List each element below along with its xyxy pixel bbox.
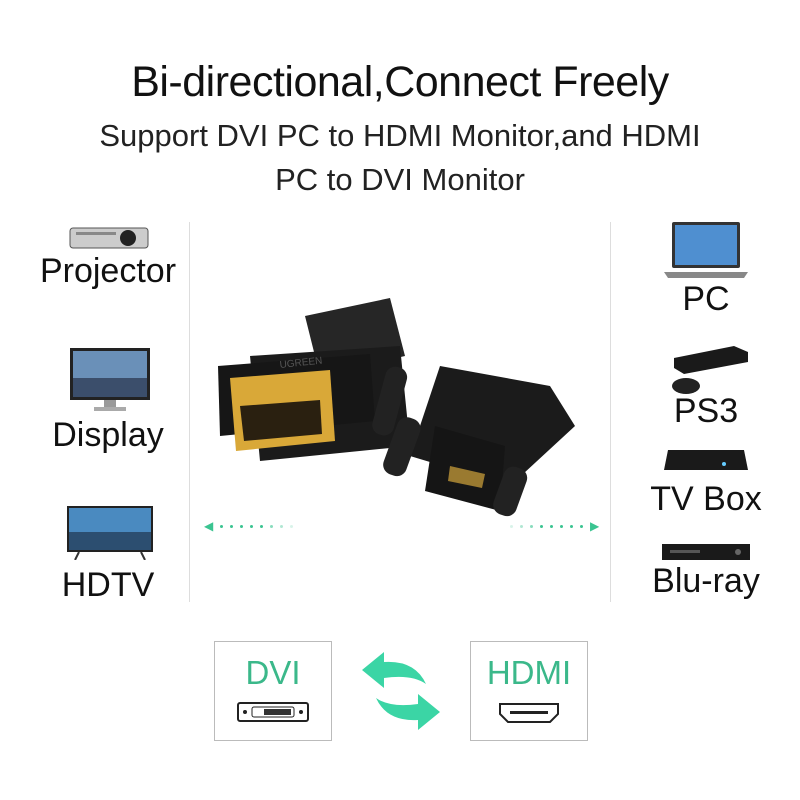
device-label-pc: PC — [682, 280, 730, 318]
dvi-port-box: DVI — [214, 641, 332, 741]
hdmi-port-icon — [499, 703, 559, 723]
projector-icon — [69, 227, 149, 249]
bidirectional-arrows-icon — [362, 652, 440, 730]
subtitle-line-1: Support DVI PC to HDMI Monitor,and HDMI — [99, 118, 701, 153]
brand-logo: UGREEN — [279, 356, 323, 371]
hdmi-port-box: HDMI — [470, 641, 588, 741]
tv-icon — [67, 506, 153, 560]
right-divider — [610, 222, 611, 602]
page-title: Bi-directional,Connect Freely — [131, 58, 669, 106]
dvi-port-icon — [237, 702, 309, 722]
right-dotted-arrow: ▶ — [510, 519, 599, 533]
subtitle-line-2: PC to DVI Monitor — [275, 162, 525, 197]
left-dotted-arrow: ◀ — [204, 519, 294, 533]
tv-box-icon — [664, 450, 748, 470]
device-label-hdtv: HDTV — [61, 566, 155, 604]
device-label-display: Display — [52, 416, 164, 454]
left-divider — [189, 222, 190, 602]
game-console-icon — [672, 346, 748, 394]
hdmi-label: HDMI — [486, 654, 572, 691]
laptop-icon — [664, 222, 748, 278]
device-label-blu-ray: Blu-ray — [652, 562, 760, 600]
bluray-player-icon — [662, 544, 750, 560]
dvi-hdmi-adapter-image: UGREEN — [218, 298, 575, 517]
monitor-icon — [70, 348, 150, 411]
device-label-ps3: PS3 — [673, 392, 739, 430]
dvi-label: DVI — [245, 654, 301, 691]
device-label-projector: Projector — [39, 252, 177, 290]
device-label-tv-box: TV Box — [650, 480, 762, 518]
